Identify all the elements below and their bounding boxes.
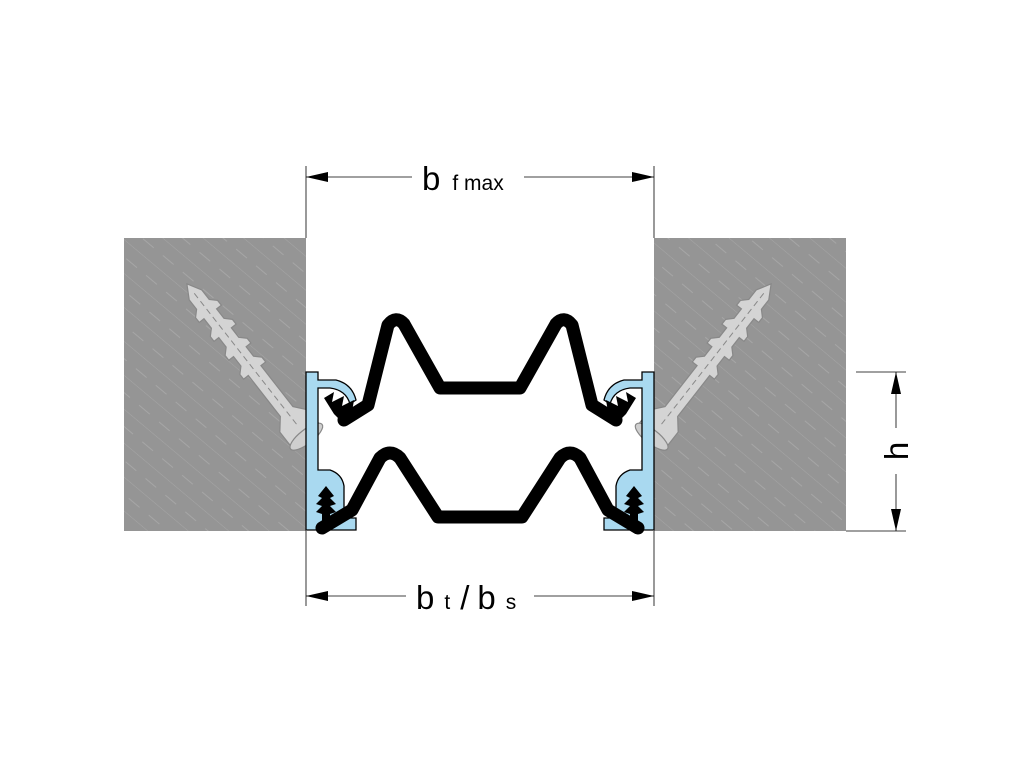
top-dimension-sub: f max <box>452 172 504 195</box>
bottom-dimension-sub1: t <box>444 591 450 614</box>
top-dimension-line <box>306 172 654 182</box>
top-dimension-main: b <box>422 160 440 197</box>
right-aluminium-profile <box>603 371 655 531</box>
upper-seal-profile <box>337 313 623 427</box>
lower-seal-profile <box>315 446 645 535</box>
left-concrete-block <box>124 238 306 531</box>
left-lower-key <box>316 486 336 530</box>
right-upper-key <box>606 392 636 424</box>
bottom-dimension-main2: b <box>477 579 495 616</box>
right-lower-key <box>624 486 644 530</box>
left-upper-key <box>324 392 354 424</box>
left-aluminium-profile <box>305 371 357 531</box>
height-dimension-line <box>891 372 901 531</box>
bottom-dimension-sub2: s <box>506 591 517 614</box>
height-dimension-label: h <box>878 442 915 460</box>
bottom-dimension-main: b <box>416 579 434 616</box>
bottom-dimension-separator: / <box>460 579 470 616</box>
top-dimension-label: b f max <box>422 160 504 197</box>
bottom-dimension-line <box>306 591 654 601</box>
